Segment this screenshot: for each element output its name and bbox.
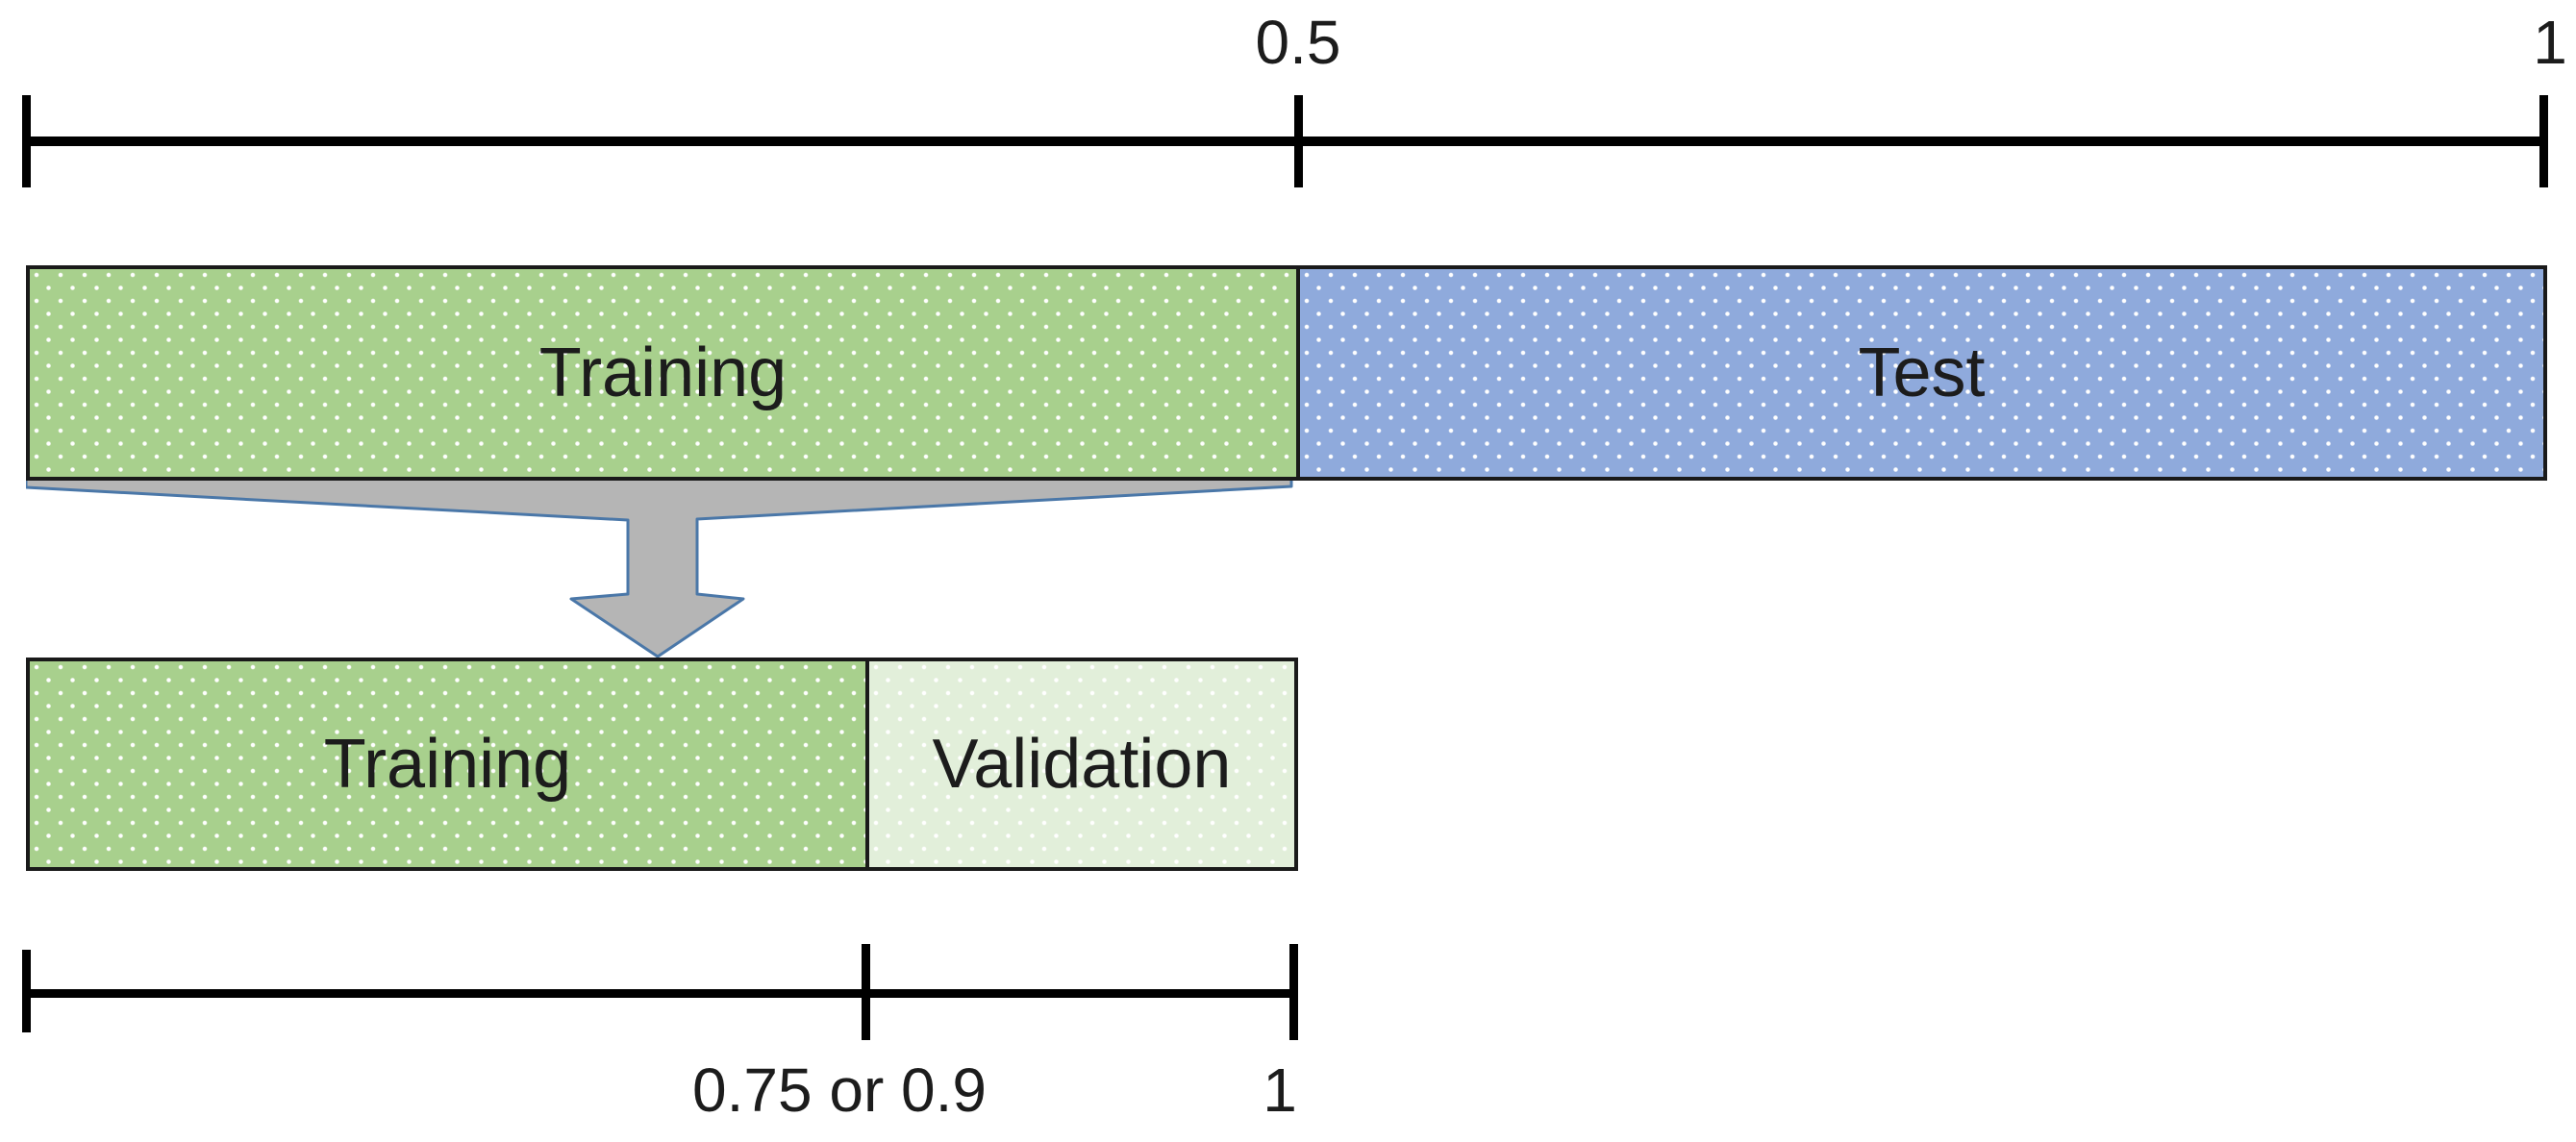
top-axis-tick-start xyxy=(22,95,31,187)
bottom-axis-label-split: 0.75 or 0.9 xyxy=(692,1055,987,1125)
top-axis-tick-mid xyxy=(1294,95,1303,187)
test-label: Test xyxy=(1858,335,1986,411)
bottom-axis-line xyxy=(26,989,1297,998)
top-axis-label-mid: 0.5 xyxy=(1255,8,1341,77)
split-down-arrow-shape xyxy=(26,477,1293,658)
split-down-arrow-icon xyxy=(26,477,1293,658)
top-axis-label-end: 1 xyxy=(2533,8,2567,77)
top-axis-line xyxy=(26,137,2547,146)
bottom-axis-tick-start xyxy=(22,950,31,1032)
top-axis-tick-end xyxy=(2539,95,2548,187)
bottom-axis-tick-mid xyxy=(862,944,870,1040)
bottom-axis-label-end: 1 xyxy=(1263,1055,1297,1125)
test-segment: Test xyxy=(1296,269,2543,477)
training-segment-top: Training xyxy=(30,269,1296,477)
train-test-bar: Training Test xyxy=(26,265,2547,481)
training-label-bottom: Training xyxy=(323,726,572,803)
bottom-axis-tick-end xyxy=(1289,944,1298,1040)
validation-segment: Validation xyxy=(865,661,1294,867)
validation-label: Validation xyxy=(932,726,1232,803)
training-label-top: Training xyxy=(538,335,788,411)
train-validation-bar: Training Validation xyxy=(26,658,1298,871)
training-segment-bottom: Training xyxy=(30,661,865,867)
